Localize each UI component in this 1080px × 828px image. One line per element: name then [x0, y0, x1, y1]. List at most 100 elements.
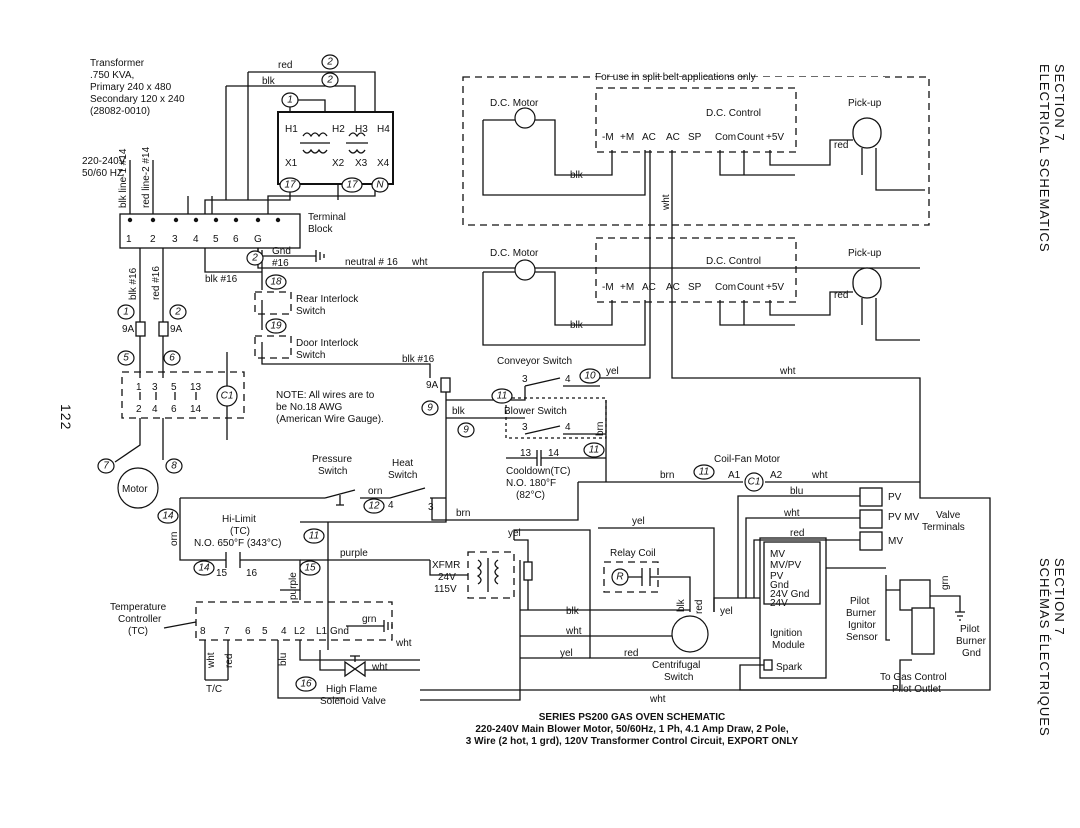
wire-marker-label: 2 — [174, 307, 181, 318]
section-title-fr-line1: SECTION 7 — [1052, 558, 1067, 636]
section-title-fr: SECTION 7 SCHÉMAS ÉLECTRIQUES — [1037, 558, 1067, 737]
wire-marker-7: 7 — [97, 458, 115, 474]
tb-pos-2: 2 — [150, 234, 156, 245]
centrifugal-blk: blk — [676, 598, 687, 612]
hi-limit-1: Hi-Limit — [222, 514, 256, 525]
dc1-t8: +5V — [766, 132, 784, 143]
dc-motor-1-label: D.C. Motor — [490, 98, 539, 109]
contact-top-13: 13 — [190, 382, 202, 393]
tb-pos-1: 1 — [126, 234, 132, 245]
valve-pv — [859, 487, 883, 507]
wire-marker-6: 6 — [163, 350, 181, 366]
tc-blu: blu — [278, 653, 289, 666]
wire-label-blk16-c: blk #16 — [402, 354, 435, 365]
transformer-h1: H1 — [285, 124, 298, 135]
dc2-t6: Com — [715, 282, 736, 293]
terminal-block-gnd: Gnd — [272, 246, 291, 257]
section-title-en: SECTION 7 ELECTRICAL SCHEMATICS — [1037, 64, 1067, 253]
transformer-info-3: Primary 240 x 480 — [90, 82, 172, 93]
wire-marker-2: 2 — [321, 54, 339, 70]
dc2-t4: AC — [666, 282, 680, 293]
tc-tl1: L1 — [316, 626, 328, 637]
pickup-1 — [852, 117, 882, 149]
wire-marker-label: 19 — [270, 321, 282, 332]
conveyor-switch-label: Conveyor Switch — [497, 356, 572, 367]
cooldown-t13: 13 — [520, 448, 532, 459]
pickup-1-red: red — [834, 140, 848, 151]
wire-purple: purple — [340, 548, 368, 559]
ac-feed-wht: wht — [661, 194, 672, 211]
solenoid-2: Solenoid Valve — [320, 696, 386, 707]
dc-motor-2-label: D.C. Motor — [490, 248, 539, 259]
rear-interlock — [254, 291, 292, 315]
hi-limit-2: (TC) — [230, 526, 250, 537]
wire-marker-label: 11 — [497, 391, 507, 402]
tc-label-1: Temperature — [110, 602, 167, 613]
xfmr-resistor — [523, 561, 533, 581]
valve-terminals-2: Terminals — [922, 522, 965, 533]
high-flame-solenoid — [344, 655, 366, 678]
section-title-fr-line2: SCHÉMAS ÉLECTRIQUES — [1037, 558, 1052, 737]
xfmr-yel: yel — [508, 528, 521, 539]
coil-fan-title: Coil-Fan Motor — [714, 454, 781, 465]
dc-control-1-label: D.C. Control — [706, 108, 761, 119]
caption-line-2: 220-240V Main Blower Motor, 50/60Hz, 1 P… — [475, 724, 788, 735]
pilot-gnd-2: Burner — [956, 636, 987, 647]
dc1-t3: AC — [642, 132, 656, 143]
pressure-orn: orn — [368, 486, 382, 497]
solenoid-wht: wht — [371, 662, 388, 673]
cooldown-brn: brn — [595, 422, 606, 436]
wire-label-blk-top: blk — [262, 76, 276, 87]
wire-marker-14: 14 — [193, 560, 215, 576]
wire-marker-label: 18 — [270, 277, 282, 288]
wire-marker-label: 9 — [463, 425, 469, 436]
lower-yel: yel — [560, 648, 573, 659]
hi-limit-3: N.O. 650°F (343°C) — [194, 538, 281, 549]
transformer-h4: H4 — [377, 124, 390, 135]
rear-interlock-2: Switch — [296, 306, 325, 317]
wire-marker-label: 9 — [427, 403, 433, 414]
relay-coil-label: Relay Coil — [610, 548, 656, 559]
tb-pos-5: 5 — [213, 234, 219, 245]
valve-pv-label: PV — [888, 492, 902, 503]
pilot-outlet-1: To Gas Control — [880, 672, 947, 683]
pilot-outlet-2: Pilot Outlet — [892, 684, 941, 695]
neutral-label: neutral # 16 — [345, 257, 398, 268]
contact-bottom-2: 2 — [136, 404, 142, 415]
pressure-switch-1: Pressure — [312, 454, 352, 465]
cooldown-3: (82°C) — [516, 490, 545, 501]
wire-marker-label: 17 — [284, 180, 296, 191]
pilot-gnd-1: Pilot — [960, 624, 980, 635]
pilot-ignitor — [911, 607, 935, 655]
wire-marker-11: 11 — [303, 528, 325, 544]
pickup-2 — [852, 267, 882, 299]
wire-marker-label: 6 — [169, 353, 175, 364]
motor — [117, 467, 159, 509]
blower-t4: 4 — [565, 422, 571, 433]
relay-r: R — [616, 572, 623, 583]
centrifugal-switch — [671, 615, 709, 653]
dc1-t2: +M — [620, 132, 634, 143]
transformer-info-4: Secondary 120 x 240 — [90, 94, 185, 105]
tc-t7: 7 — [224, 626, 230, 637]
dc-motor-2 — [514, 259, 536, 281]
lower-blk: blk — [566, 606, 580, 617]
dc1-t6: Com — [715, 132, 736, 143]
spark-terminal — [763, 659, 773, 671]
contact-top-5: 5 — [171, 382, 177, 393]
solenoid-1: High Flame — [326, 684, 378, 695]
valve-terminals-1: Valve — [936, 510, 961, 521]
wire-marker-label: 12 — [368, 501, 380, 512]
cooldown-2: N.O. 180°F — [506, 478, 556, 489]
note-1: NOTE: All wires are to — [276, 390, 375, 401]
im-mv: MV — [770, 549, 785, 560]
wires-to-fuses — [139, 248, 164, 322]
fuse-3-label: 9A — [426, 380, 439, 391]
supply-wires — [129, 160, 154, 214]
wire-marker-11: 11 — [583, 442, 605, 458]
transformer-info-2: .750 KVA, — [90, 70, 134, 81]
dc2-t2: +M — [620, 282, 634, 293]
dc2-t5: SP — [688, 282, 702, 293]
door-interlock — [254, 335, 292, 359]
